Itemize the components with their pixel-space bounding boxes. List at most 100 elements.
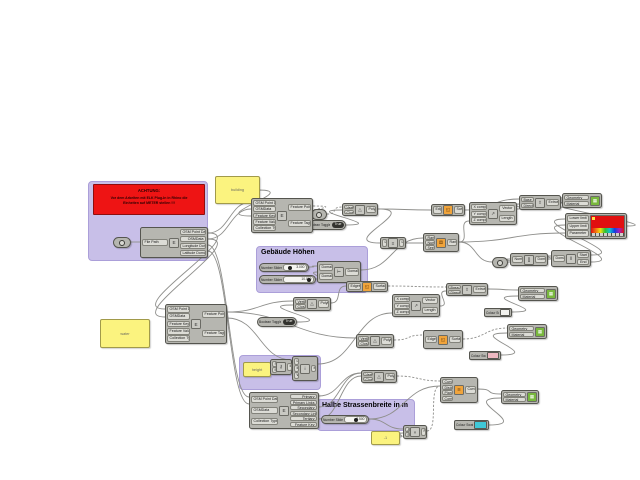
input-port-curve[interactable]: Curve <box>442 379 453 385</box>
output-port-surfaces[interactable]: Surfaces <box>449 335 461 344</box>
input-port-direction[interactable]: Direction <box>521 202 534 208</box>
output-port-curve[interactable]: Curve <box>465 386 476 394</box>
bounds[interactable]: Numbers[]Domain <box>510 253 548 266</box>
polyline-buildings[interactable]: VerticesClosed△Polyline <box>342 203 378 216</box>
slider-track[interactable]: 3.000 <box>282 263 307 272</box>
output-port-polyline[interactable]: Polyline <box>385 372 395 381</box>
input-port-edges[interactable]: Edges <box>348 283 361 290</box>
output-port-start[interactable]: Start <box>577 252 589 259</box>
input-port-base[interactable]: Base <box>448 285 461 290</box>
input-port-feature-key[interactable]: Feature Key <box>253 212 276 219</box>
input-port-osm-point-data[interactable]: OSM Point Data <box>167 306 190 313</box>
input-port-collection-type[interactable]: Collection Type <box>167 335 190 342</box>
output-port-latitude-domain[interactable]: Latitude Domain <box>180 249 206 256</box>
input-port-distance[interactable]: Distance <box>442 384 453 390</box>
gradient-preview[interactable] <box>590 215 625 237</box>
input-port-osm-point-data[interactable]: OSM Point Data <box>253 200 276 206</box>
swatch-pink[interactable]: Colour Swatch <box>469 351 501 360</box>
input-port-material[interactable]: Material <box>520 293 545 299</box>
input-port-geometry[interactable]: Geometry <box>503 392 526 397</box>
input-port-geometry[interactable]: Geometry <box>520 288 545 294</box>
input-port-closed[interactable]: Closed <box>363 376 373 381</box>
output-port-osm-point-data[interactable]: OSM Point Data <box>180 229 206 236</box>
output-port-domain[interactable]: Domain <box>535 255 546 264</box>
input-port-plane[interactable]: Plane <box>442 390 453 396</box>
output-port-vector[interactable]: Vector <box>499 205 515 213</box>
list-length[interactable]: List≡Length <box>380 237 406 249</box>
input-port-geometry[interactable]: Geometry <box>509 326 534 332</box>
input-port-osmdata[interactable]: OSMData <box>251 406 278 415</box>
input-port-domain-end[interactable]: Domain end <box>319 273 333 281</box>
output-port-polyline[interactable]: Polyline <box>318 300 329 308</box>
input-port-seed[interactable]: Seed <box>425 245 435 251</box>
output-port-result[interactable]: Result <box>421 428 426 436</box>
vector-xyz-water[interactable]: X componentY componentZ component↗Vector… <box>392 294 440 317</box>
input-port-number[interactable]: Number <box>425 240 435 245</box>
input-port-y-component[interactable]: Y component <box>471 210 487 217</box>
polyline-streets[interactable]: VerticesClosed△Polyline <box>361 370 397 383</box>
boundary-surfaces-areas[interactable]: Edges◱Surfaces <box>423 330 463 349</box>
input-port-closed[interactable]: Closed <box>344 209 354 214</box>
output-port-feature-tags[interactable]: Feature Tags <box>202 329 225 337</box>
output-port-surfaces[interactable]: Surfaces <box>373 283 386 290</box>
toggle-state[interactable]: True <box>282 319 295 325</box>
input-port-feature-value[interactable]: Feature Value <box>167 327 190 335</box>
output-port-secondary[interactable]: Secondary <box>290 405 317 411</box>
input-port-a[interactable]: A <box>405 427 410 432</box>
polyline-areas[interactable]: VerticesClosed△Polyline <box>356 334 394 348</box>
param-file-path[interactable] <box>113 237 131 248</box>
swatch-color-chip[interactable] <box>474 421 487 429</box>
list-item[interactable]: ListIndexWrapiItem <box>292 356 318 381</box>
output-port-length[interactable]: Length <box>399 239 404 247</box>
multiplication[interactable]: AB×Result <box>403 425 427 439</box>
vector-xyz-buildings[interactable]: X componentY componentZ component↗Vector… <box>469 202 517 225</box>
param-points[interactable] <box>311 209 327 220</box>
gradient-grips[interactable] <box>591 233 624 236</box>
input-port-edges[interactable]: Edges <box>425 335 437 344</box>
boundary-surfaces-water[interactable]: Edges◱Surfaces <box>346 281 388 292</box>
input-port-upper-limit[interactable]: Upper limit <box>567 222 590 230</box>
input-port-closed[interactable]: Closed <box>358 341 369 346</box>
input-port-osmdata[interactable]: OSMData <box>253 206 276 213</box>
boundary-surfaces-buildings[interactable]: Edges◱Surfaces <box>431 204 465 216</box>
output-port-domain[interactable]: Domain <box>345 268 359 276</box>
input-port-x-component[interactable]: X component <box>394 296 410 302</box>
output-port-primary-links[interactable]: Primary Links <box>290 399 317 405</box>
output-port-end[interactable]: End <box>577 258 589 265</box>
input-port-osm-point-data[interactable]: OSM Point Data <box>251 395 278 403</box>
slider-handle[interactable] <box>306 277 311 282</box>
output-port-primary[interactable]: Primary <box>290 394 317 400</box>
input-port-list[interactable]: List <box>294 358 299 365</box>
input-port-osmdata[interactable]: OSMData <box>167 313 190 321</box>
elk-osm-data-water[interactable]: OSM Point DataOSMDataFeature KeyFeature … <box>165 304 227 344</box>
output-port-length[interactable]: Length <box>422 306 438 314</box>
input-port-corners[interactable]: Corners <box>442 395 453 401</box>
output-port-vector[interactable]: Vector <box>422 297 438 305</box>
input-port-vertices[interactable]: Vertices <box>363 372 373 377</box>
output-port-tertiary[interactable]: Tertiary <box>290 416 317 422</box>
warning-panel[interactable]: ACHTUNG:Vor dem Arbeiten mit ELK Plug-In… <box>93 184 205 215</box>
input-port-material[interactable]: Material <box>509 331 534 337</box>
input-port-geometry[interactable]: Geometry <box>564 195 589 201</box>
offset-curve[interactable]: CurveDistancePlaneCorners≋Curve <box>440 377 478 403</box>
panel-tag-height[interactable]: height <box>243 362 271 377</box>
input-port-collection-type[interactable]: Collection Type <box>251 418 278 426</box>
output-port-feature-tags[interactable]: Feature Tags <box>288 219 311 227</box>
output-port-length[interactable]: Length <box>499 214 515 222</box>
input-port-domain-start[interactable]: Domain start <box>319 263 333 271</box>
random[interactable]: RangeNumberSeed⚄Random <box>423 233 459 252</box>
input-port-index[interactable]: Index <box>294 365 299 372</box>
input-port-parameter[interactable]: Parameter <box>567 230 590 237</box>
output-port-feature-points[interactable]: Feature Points <box>288 204 311 212</box>
output-port-osmdata[interactable]: OSMData <box>180 235 206 243</box>
